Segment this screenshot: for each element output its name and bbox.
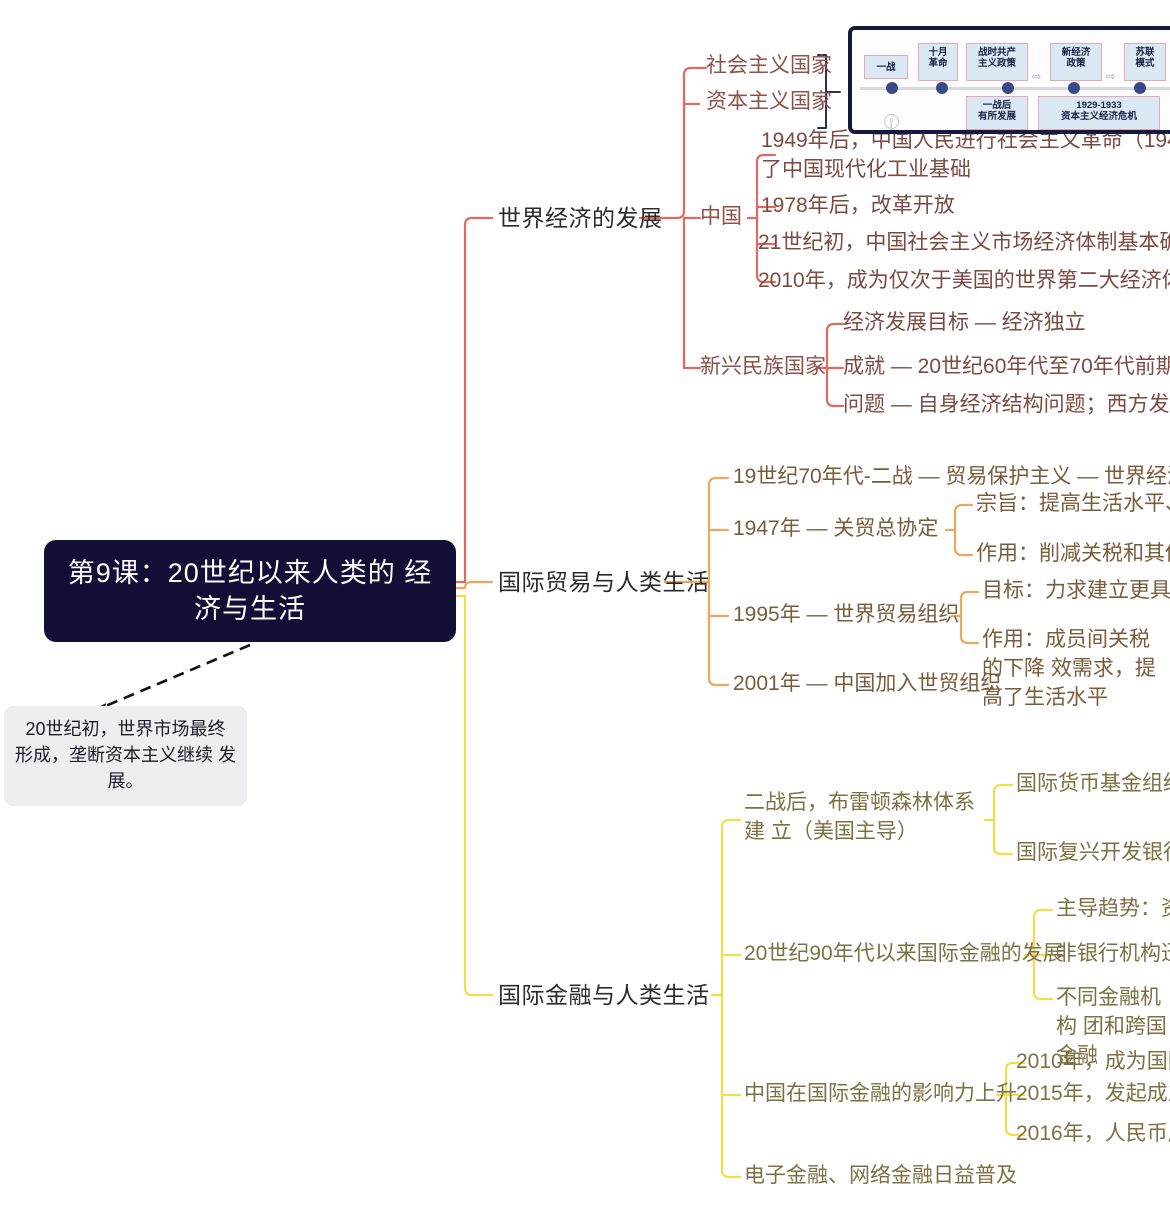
timeline-chip-great-depression: 1929-1933 资本主义经济危机 (1038, 96, 1160, 130)
central-topic[interactable]: 第9课：20世纪以来人类的 经济与生活 (44, 540, 456, 642)
node-emerging-goal[interactable]: 经济发展目标 — 经济独立 (843, 311, 1086, 334)
node-china-21c[interactable]: 21世纪初，中国社会主义市场经济体制基本确立， (758, 231, 1170, 254)
node-capitalist-countries[interactable]: 资本主义国家 (706, 90, 832, 113)
branch-label-international-finance[interactable]: 国际金融与人类生活 (498, 982, 710, 1008)
timeline-dot (936, 82, 948, 94)
node-nonbank-institutions[interactable]: 非银行机构迅 (1056, 942, 1170, 965)
node-trade-1995[interactable]: 1995年 — 世界贸易组织 (733, 603, 960, 626)
timeline-dot (1134, 82, 1146, 94)
node-trade-1947[interactable]: 1947年 — 关贸总协定 (733, 517, 939, 540)
timeline-chip-war-communism: 战时共产 主义政策 (966, 43, 1028, 81)
branch-label-international-trade[interactable]: 国际贸易与人类生活 (498, 569, 710, 595)
node-bretton-woods[interactable]: 二战后，布雷顿森林体系建 立（美国主导） (744, 791, 975, 843)
node-china-1949[interactable]: 1949年后，中国人民进行社会主义革命（1949-19 了中国现代化工业基础 (761, 129, 1170, 181)
timeline-dot (886, 82, 898, 94)
branch-label-world-economy[interactable]: 世界经济的发展 (498, 205, 663, 231)
node-socialist-countries[interactable]: 社会主义国家 (706, 54, 832, 77)
timeline-image[interactable]: 一战 十月 革命 战时共产 主义政策 ⇨ 新经济 政策 ⇨ 苏联 模式 一战后 … (848, 26, 1170, 134)
timeline-marker-stem (890, 122, 892, 130)
node-gatt-purpose[interactable]: 宗旨：提高生活水平、保证 (976, 492, 1170, 515)
note-arrow (90, 643, 251, 715)
central-topic-label: 第9课：20世纪以来人类的 经济与生活 (67, 557, 433, 624)
node-e-finance[interactable]: 电子金融、网络金融日益普及 (744, 1164, 1017, 1187)
node-trade-1870s[interactable]: 19世纪70年代-二战 — 贸易保护主义 — 世界经济萧条 (733, 465, 1170, 488)
node-china[interactable]: 中国 (700, 205, 742, 228)
node-china-2010[interactable]: 2010年，成为仅次于美国的世界第二大经济体 (758, 269, 1170, 292)
node-china-1978[interactable]: 1978年后，改革开放 (761, 194, 955, 217)
timeline-chip-october-revolution: 十月 革命 (918, 43, 958, 81)
node-wto-effect[interactable]: 作用：成员间关税的下降 效需求，提高了生活水平 (982, 628, 1156, 709)
node-emerging-achievement[interactable]: 成就 — 20世纪60年代至70年代前期，一 (843, 355, 1170, 378)
timeline-chip-soviet-model: 苏联 模式 (1124, 43, 1166, 81)
timeline-arrow-icon: ⇨ (1032, 71, 1042, 83)
timeline-chip-nep: 新经济 政策 (1050, 43, 1102, 81)
node-financial-institutions-merge[interactable]: 不同金融机构 团和跨国金融 (1056, 986, 1167, 1067)
timeline-chip-post-ww1: 一战后 有所发展 (966, 96, 1028, 130)
node-emerging-problem[interactable]: 问题 — 自身经济结构问题；西方发达国 (843, 393, 1170, 416)
node-wto-goal[interactable]: 目标：力求建立更具活力 (982, 579, 1170, 602)
node-ibrd[interactable]: 国际复兴开发银行 (1016, 841, 1170, 864)
timeline-arrow-icon: ⇨ (1106, 71, 1116, 83)
node-gatt-effect[interactable]: 作用：削减关税和其他贸易 (976, 542, 1170, 565)
timeline-dot (1068, 82, 1080, 94)
node-finance-trend[interactable]: 主导趋势：资 (1056, 897, 1170, 920)
node-china-2016-rmb[interactable]: 2016年，人民币成 (1016, 1122, 1170, 1145)
node-china-finance-influence[interactable]: 中国在国际金融的影响力上升 (744, 1082, 1017, 1105)
timeline-dot (1002, 82, 1014, 94)
timeline-chip-ww1: 一战 (864, 55, 908, 79)
node-china-2010-finance[interactable]: 2010年，成为国际 (1016, 1050, 1170, 1073)
node-imf[interactable]: 国际货币基金组织 (1016, 772, 1170, 795)
annotation-note[interactable]: 20世纪初，世界市场最终 形成，垄断资本主义继续 发展。 (4, 706, 247, 807)
timeline-marker-icon: c (884, 114, 899, 129)
timeline-axis (860, 87, 1170, 90)
node-finance-1990s[interactable]: 20世纪90年代以来国际金融的发展 (744, 942, 1064, 965)
annotation-note-text: 20世纪初，世界市场最终 形成，垄断资本主义继续 发展。 (15, 719, 236, 792)
node-emerging-nations[interactable]: 新兴民族国家 (700, 355, 826, 378)
timeline-image-inner: 一战 十月 革命 战时共产 主义政策 ⇨ 新经济 政策 ⇨ 苏联 模式 一战后 … (852, 30, 1170, 130)
node-china-2015-aiib[interactable]: 2015年，发起成立 (1016, 1082, 1170, 1105)
node-trade-2001[interactable]: 2001年 — 中国加入世贸组织 (733, 672, 1002, 695)
